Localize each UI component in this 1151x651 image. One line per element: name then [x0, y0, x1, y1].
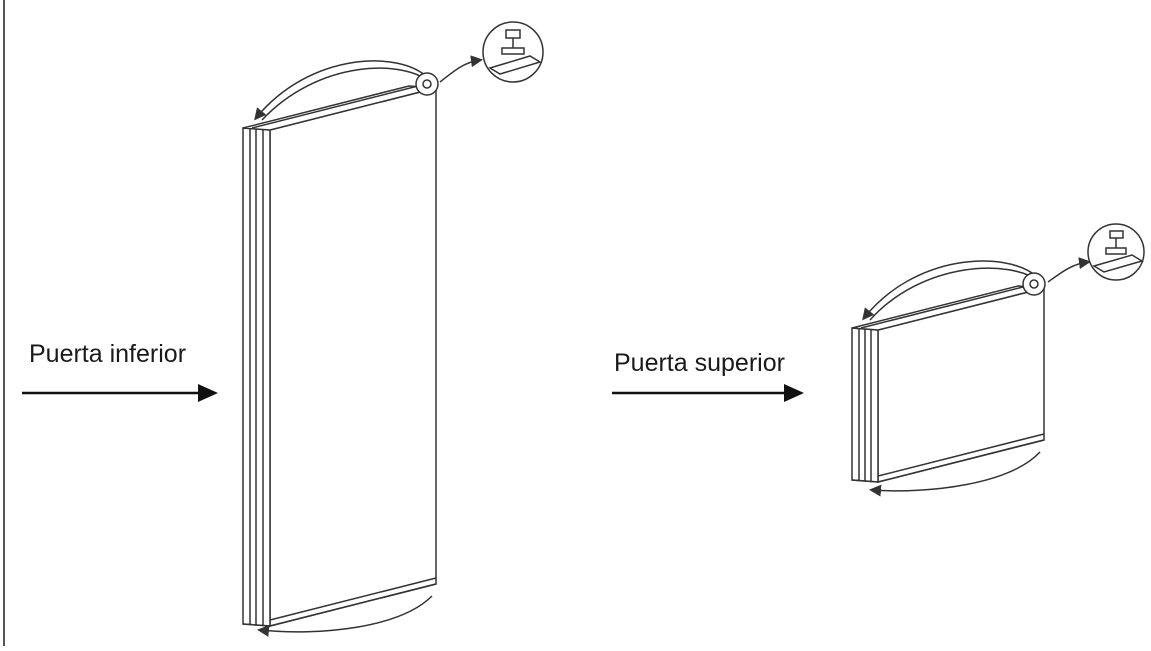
- lower-door-panel: [269, 87, 437, 627]
- upper-door-label: Puerta superior: [614, 349, 785, 377]
- lower-door-detail-arrow: [439, 55, 483, 83]
- lower-hinge-detail-circle: [482, 21, 544, 83]
- upper-door-pointer-arrow: [612, 384, 804, 402]
- upper-hinge-detail-circle: [1087, 223, 1145, 281]
- upper-door-top-rotation-arrow: [862, 260, 1037, 321]
- lower-door-pointer-arrow: [22, 384, 218, 402]
- lower-door-hinge-circle: [415, 72, 439, 96]
- lower-door-label: Puerta inferior: [29, 340, 187, 368]
- lower-door-bottom-rotation-arrow: [257, 595, 433, 637]
- upper-door: [851, 223, 1145, 497]
- upper-door-detail-arrow: [1047, 257, 1091, 283]
- upper-door-hinge-circle: [1022, 272, 1046, 296]
- lower-door-top-rotation-arrow: [254, 60, 429, 121]
- lower-door: [242, 21, 544, 637]
- upper-door-bottom-rotation-arrow: [869, 451, 1041, 497]
